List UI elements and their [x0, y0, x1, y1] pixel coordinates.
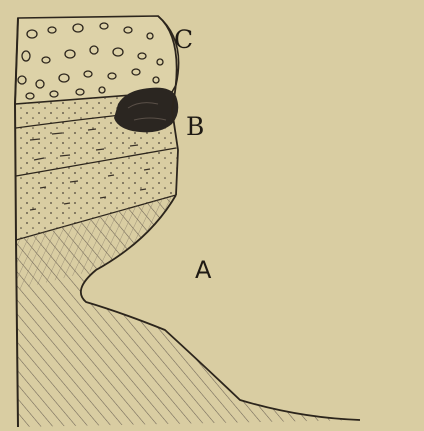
label-b: B: [186, 114, 204, 139]
label-a: A: [195, 258, 211, 282]
layer-a-bedrock: [16, 195, 360, 427]
label-c: C: [174, 27, 193, 52]
